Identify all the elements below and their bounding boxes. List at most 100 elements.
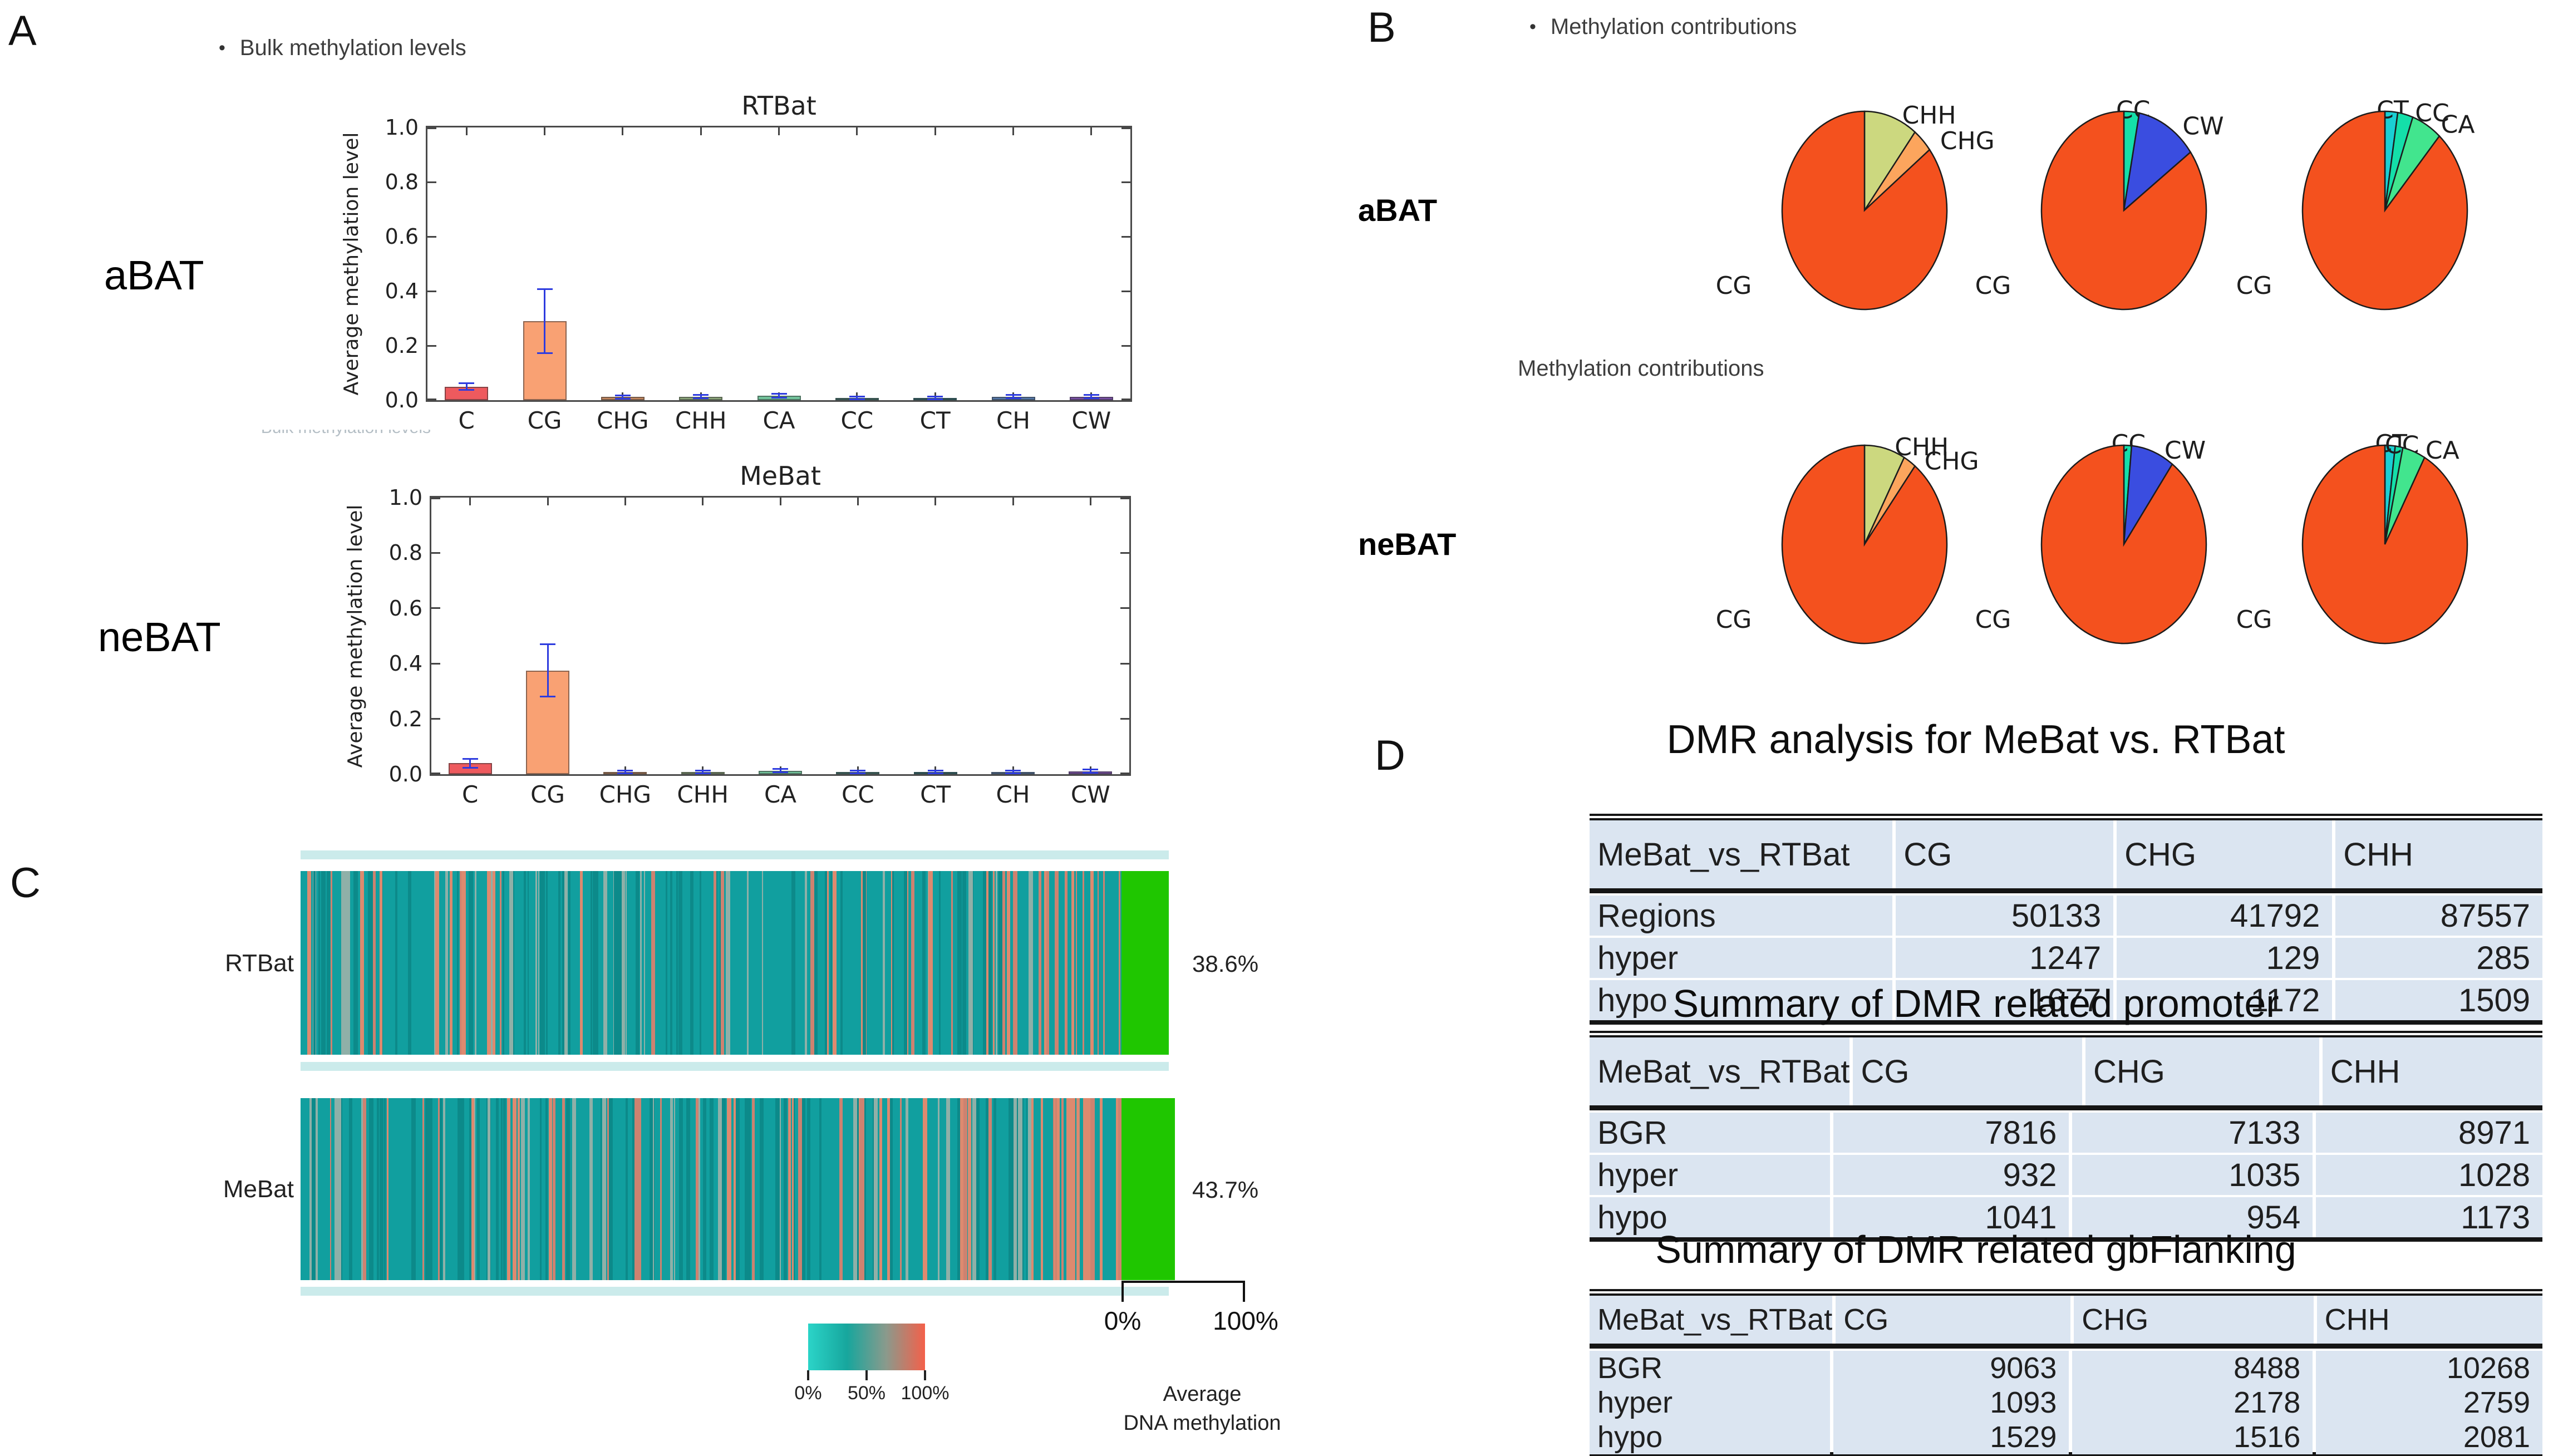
table-cell: hyper (1590, 1155, 1830, 1195)
heatmap-stripe (625, 1098, 628, 1280)
colorbar-tick (865, 1370, 868, 1380)
y-tick-mark (427, 399, 436, 400)
heatmap-stripe (960, 871, 962, 1055)
table-header-cell: MeBat_vs_RTBat (1590, 820, 1893, 888)
error-bar (469, 759, 471, 768)
table-cell: 1035 (2072, 1155, 2313, 1195)
heatmap-stripe (520, 1098, 525, 1280)
heatmap-stripe (1083, 871, 1085, 1055)
heatmap-stripe (1119, 1098, 1121, 1280)
heatmap-stripe (963, 1098, 967, 1280)
table-cell: 87557 (2335, 896, 2542, 936)
heatmap-stripe (958, 1098, 961, 1280)
heatmap-stripe (814, 871, 818, 1055)
heatmap-stripe (798, 1098, 803, 1280)
heatmap-stripe (652, 1098, 655, 1280)
panel-label-a: A (8, 7, 37, 55)
heatmap-stripe (501, 1098, 503, 1280)
pie-slice-label-CG: CG (2236, 272, 2272, 300)
heatmap-stripe (1031, 1098, 1034, 1280)
heatmap-stripe (832, 871, 837, 1055)
heatmap-stripe (830, 871, 832, 1055)
heatmap-stripe (702, 1098, 706, 1280)
heatmap-stripes (301, 1098, 1121, 1280)
heatmap-stripe (327, 871, 330, 1055)
heatmap-stripe (992, 871, 995, 1055)
heatmap-stripe (887, 1098, 889, 1280)
heatmap-stripe (330, 871, 332, 1055)
heatmap-stripe (726, 871, 730, 1055)
heatmap-stripe (780, 1098, 781, 1280)
y-tick-mark (431, 607, 440, 609)
heatmap-stripe (903, 871, 908, 1055)
x-category-label: CT (919, 407, 951, 434)
heatmap-stripe (408, 871, 411, 1055)
panel-label-b: B (1367, 4, 1396, 51)
heatmap-stripe (1055, 871, 1059, 1055)
table-cell: 2759 (2316, 1385, 2542, 1420)
pie-slice-label-CG: CG (1716, 272, 1752, 300)
y-tick-label: 0.0 (385, 388, 419, 412)
heatmap-stripe (1041, 1098, 1043, 1280)
y-tick-mark (431, 773, 440, 774)
y-tick-label: 0.4 (385, 279, 419, 303)
heatmap-stripe (1026, 1098, 1028, 1280)
pie-slice-CG (2042, 445, 2206, 643)
heatmap-stripe (459, 871, 463, 1055)
heatmap-stripe (1090, 871, 1094, 1055)
heatmap-stripe (347, 871, 350, 1055)
heatmap-stripe (791, 871, 795, 1055)
y-tick-mark (431, 498, 440, 499)
colorbar-title-line1: Average (1163, 1383, 1242, 1406)
table-cell: 10268 (2316, 1351, 2542, 1385)
x-category-label: C (462, 781, 479, 808)
heatmap-stripe (313, 1098, 316, 1280)
y-tick-mark (427, 235, 436, 238)
heatmap-stripe (468, 871, 473, 1055)
heatmap-stripe (644, 871, 646, 1055)
heatmap-stripe (443, 1098, 445, 1280)
error-bar-cap (540, 643, 555, 645)
heatmap-stripe (697, 1098, 700, 1280)
rtbat-average-pct: 38.6% (1192, 951, 1259, 977)
heatmap-stripe (487, 871, 491, 1055)
y-tick-label: 1.0 (388, 485, 422, 510)
heatmap-stripe (614, 871, 618, 1055)
y-tick-mark (1121, 181, 1130, 183)
heatmap-stripe (353, 871, 358, 1055)
heatmap-stripe (713, 871, 717, 1055)
error-bar (1089, 769, 1091, 773)
heatmap-stripe (348, 1098, 353, 1280)
heatmap-stripe (471, 1098, 474, 1280)
heatmap-stripe (998, 871, 1002, 1055)
heatmap-stripe (315, 1098, 318, 1280)
heatmap-stripe (368, 871, 372, 1055)
heatmap-stripe (395, 871, 397, 1055)
heatmap-stripe (489, 871, 494, 1055)
heatmap-stripe (1057, 1098, 1060, 1280)
table-cell: 1247 (1896, 938, 2114, 978)
heatmap-stripe (673, 1098, 675, 1280)
heatmap-stripe (458, 1098, 459, 1280)
x-category-label: CW (1070, 781, 1110, 808)
x-category-label: CA (764, 781, 797, 808)
heatmap-stripe (888, 1098, 892, 1280)
x-tick-mark (465, 127, 468, 135)
heatmap-stripe (363, 1098, 367, 1280)
heatmap-stripe (793, 1098, 795, 1280)
pct-axis-max-label: 100% (1213, 1306, 1278, 1335)
pie-slice-CW (2124, 446, 2172, 544)
heatmap-stripe (891, 871, 894, 1055)
heatmap-stripe (540, 1098, 542, 1280)
x-category-label: CHG (597, 407, 649, 434)
heatmap-stripe (995, 871, 998, 1055)
heatmap-stripe (603, 871, 608, 1055)
heatmap-stripe (1009, 1098, 1012, 1280)
y-tick-mark (1120, 718, 1129, 720)
y-tick-label: 0.6 (388, 596, 422, 621)
